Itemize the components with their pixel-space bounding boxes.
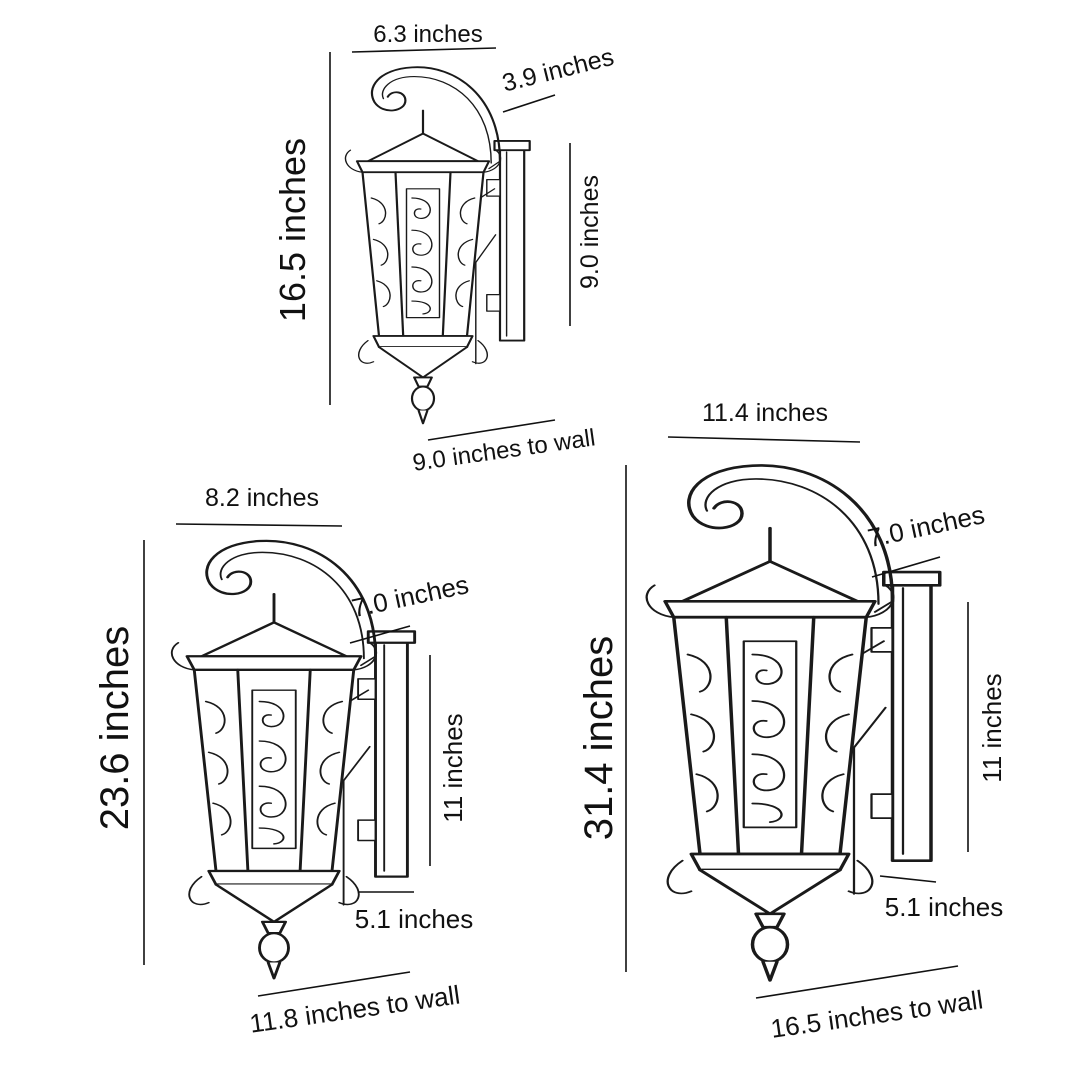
small-backplate-label: 9.0 inches xyxy=(576,175,604,289)
large-width-label: 11.4 inches xyxy=(702,399,828,427)
large-height-label: 31.4 inches xyxy=(577,636,621,841)
large-depth-label: 16.5 inches to wall xyxy=(769,984,985,1043)
medium-arm-label: 7.0 inches xyxy=(349,569,471,623)
large-mount-line xyxy=(879,875,937,883)
medium-width-label: 8.2 inches xyxy=(205,484,319,512)
lantern-small-drawing xyxy=(344,66,531,425)
lantern-small: 6.3 inches 3.9 inches 16.5 inches 9.0 in… xyxy=(272,21,617,477)
large-depth-line xyxy=(755,965,959,999)
small-width-label: 6.3 inches xyxy=(373,21,482,48)
small-width-line xyxy=(351,47,497,53)
large-arm-line xyxy=(871,556,941,578)
large-arm-label: 7.0 inches xyxy=(865,499,987,553)
medium-depth-line xyxy=(257,971,411,997)
small-arm-line xyxy=(502,94,556,113)
medium-height-label: 23.6 inches xyxy=(93,626,137,831)
small-height-label: 16.5 inches xyxy=(272,138,313,322)
small-depth-line xyxy=(427,419,556,441)
large-mount-label: 5.1 inches xyxy=(885,892,1004,922)
medium-arm-line xyxy=(349,625,411,644)
medium-depth-label: 11.8 inches to wall xyxy=(248,979,462,1038)
lantern-large: 11.4 inches 7.0 inches 31.4 inches 11 in… xyxy=(577,399,1007,1044)
medium-backplate-label: 11 inches xyxy=(438,713,468,822)
medium-width-line xyxy=(175,523,343,527)
lantern-medium: 8.2 inches 7.0 inches 23.6 inches 11 inc… xyxy=(93,484,473,1039)
medium-mount-label: 5.1 inches xyxy=(355,904,474,934)
small-depth-label: 9.0 inches to wall xyxy=(411,424,597,476)
small-arm-label: 3.9 inches xyxy=(499,43,616,98)
large-backplate-label: 11 inches xyxy=(977,673,1007,782)
large-width-line xyxy=(667,436,861,443)
